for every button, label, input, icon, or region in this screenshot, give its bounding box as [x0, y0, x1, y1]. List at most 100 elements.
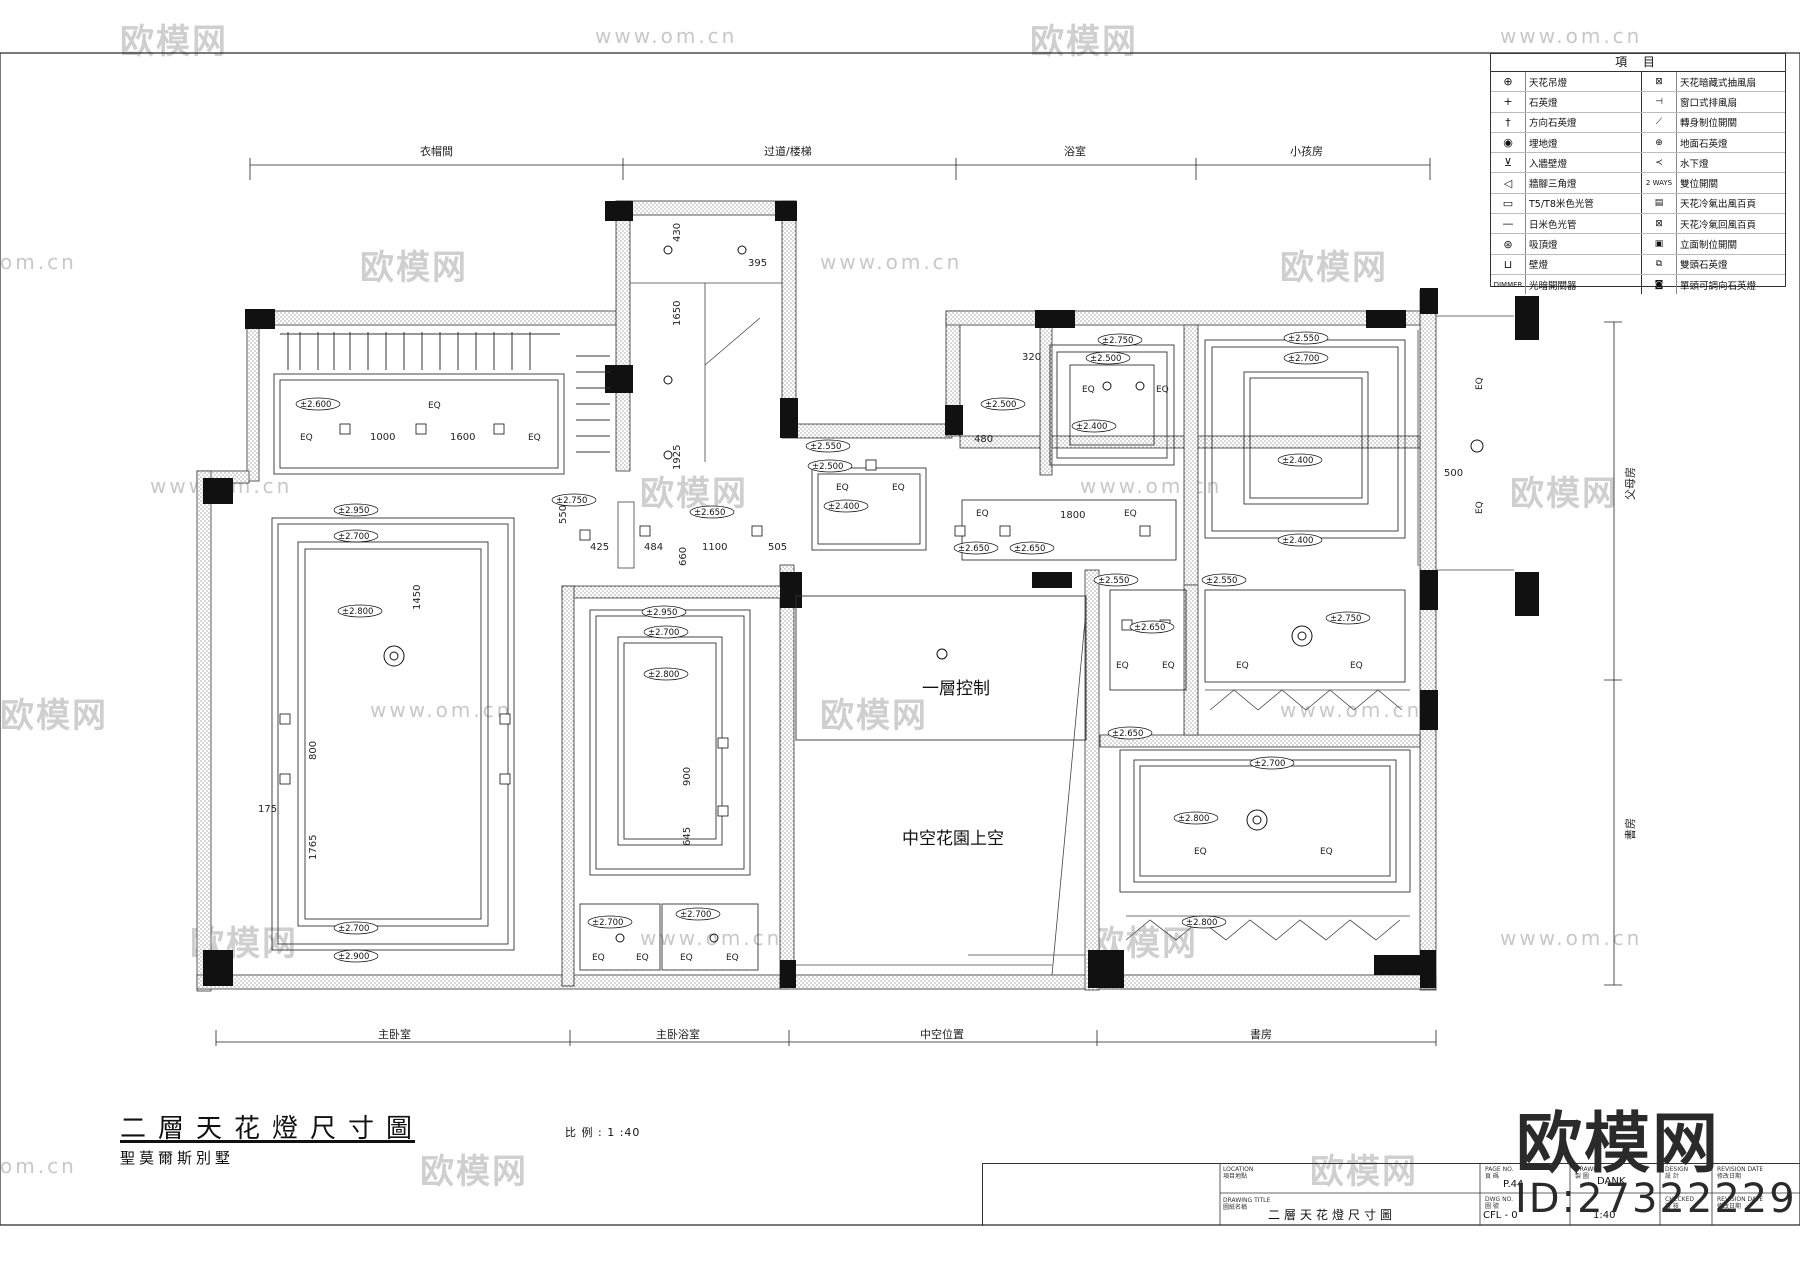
svg-text:±2.400: ±2.400 [1282, 536, 1313, 546]
svg-text:±2.550: ±2.550 [1206, 576, 1237, 586]
svg-text:±2.550: ±2.550 [1098, 576, 1129, 586]
svg-text:EQ: EQ [1194, 847, 1207, 857]
svg-text:±2.750: ±2.750 [1102, 336, 1133, 346]
legend-row: ⊔ 壁燈 ⧉ 雙頭石英燈 [1491, 254, 1785, 275]
legend-label: 水下燈 [1680, 158, 1709, 170]
svg-text:EQ: EQ [1116, 661, 1129, 671]
svg-text:484: 484 [644, 542, 663, 553]
svg-text:±2.800: ±2.800 [1178, 814, 1209, 824]
svg-text:430: 430 [672, 223, 683, 242]
dwg-label: DWG NO.圖 號 [1485, 1196, 1513, 1210]
page-label: PAGE NO.頁 碼 [1485, 1166, 1514, 1180]
legend-row: ◁ 牆腳三角燈 2 WAYS 雙位開關 [1491, 173, 1785, 194]
legend-row: ⊛ 吸頂燈 ▣ 立面制位開關 [1491, 234, 1785, 255]
tube-icon: ▭ [1491, 193, 1526, 214]
ring-cross-icon: ⊕ [1642, 132, 1677, 153]
two-ways-label: 2 WAYS [1642, 173, 1677, 193]
svg-text:EQ: EQ [1156, 385, 1169, 395]
watermark-brand: 欧模网 [1280, 248, 1388, 288]
svg-text:EQ: EQ [1350, 661, 1363, 671]
legend-table: 項 目 ⊕ 天花吊燈 ⊠ 天花暗藏式抽風扇 + 石英燈 ⊣ 窗口式排風扇 † 方… [1490, 53, 1786, 295]
title-block-lines [1219, 1163, 1800, 1225]
legend-label: 立面制位開關 [1680, 240, 1738, 252]
svg-text:父母房: 父母房 [1624, 467, 1637, 500]
svg-text:±2.900: ±2.900 [338, 952, 369, 962]
watermark-brand: 欧模网 [120, 22, 228, 62]
svg-text:±2.650: ±2.650 [1014, 544, 1045, 554]
legend-row: + 石英燈 ⊣ 窗口式排風扇 [1491, 92, 1785, 113]
room-names-right: 父母房 書房 [1623, 467, 1637, 840]
cross-icon: + [1491, 92, 1526, 112]
svg-text:EQ: EQ [836, 483, 849, 493]
svg-text:±2.700: ±2.700 [648, 628, 679, 638]
title-underline [120, 1140, 415, 1143]
watermark-site: www.om.cn [370, 698, 513, 722]
svg-text:EQ: EQ [1162, 661, 1175, 671]
room-names-top: 衣帽間 过道/楼梯 浴室 小孩房 [420, 144, 1323, 158]
control-label: 一層控制 [922, 679, 990, 699]
legend-label: 天花吊燈 [1526, 72, 1642, 92]
legend-label: 方向石英燈 [1526, 112, 1642, 132]
svg-text:EQ: EQ [636, 953, 649, 963]
svg-text:900: 900 [682, 767, 693, 786]
svg-text:1450: 1450 [412, 585, 423, 610]
svg-text:±2.650: ±2.650 [1134, 623, 1165, 633]
legend-row: ⊕ 天花吊燈 ⊠ 天花暗藏式抽風扇 [1491, 72, 1785, 93]
legend-label: 壁燈 [1526, 254, 1642, 274]
svg-text:550: 550 [558, 505, 569, 524]
legend-label: 窗口式排風扇 [1680, 97, 1738, 109]
watermark-site: om.cn [0, 1154, 77, 1178]
svg-text:主卧浴室: 主卧浴室 [656, 1027, 700, 1041]
watermark-site: www.om.cn [595, 24, 738, 48]
svg-text:±2.650: ±2.650 [958, 544, 989, 554]
svg-text:EQ: EQ [680, 953, 693, 963]
legend-row: ⊻ 入牆壁燈 ≺ 水下燈 [1491, 153, 1785, 174]
triangle-icon: ◁ [1491, 173, 1526, 193]
legend-row: ▭ T5/T8米色光管 ▤ 天花冷氣出風百頁 [1491, 193, 1785, 215]
svg-text:±2.400: ±2.400 [828, 502, 859, 512]
svg-text:1765: 1765 [308, 835, 319, 860]
legend-label: 天花冷氣出風百頁 [1680, 199, 1757, 211]
legend-label: T5/T8米色光管 [1526, 193, 1642, 214]
double-icon: ⧉ [1642, 254, 1677, 274]
legend-label: 牆腳三角燈 [1526, 173, 1642, 193]
room-names-bottom: 主卧室 主卧浴室 中空位置 書房 [378, 1027, 1272, 1041]
legend-label: 日米色光管 [1526, 214, 1642, 234]
svg-text:±2.550: ±2.550 [810, 442, 841, 452]
legend-label: 天花冷氣回風百頁 [1680, 219, 1757, 231]
legend-label: 光暗開關器 [1526, 274, 1642, 295]
watermark-brand: 欧模网 [1030, 22, 1138, 62]
svg-text:±2.950: ±2.950 [646, 608, 677, 618]
scale-number: 1:40 [1593, 1210, 1616, 1221]
svg-text:EQ: EQ [1475, 377, 1485, 390]
sheet-border [0, 52, 1800, 1226]
svg-text:±2.600: ±2.600 [300, 400, 331, 410]
svg-text:±2.800: ±2.800 [342, 607, 373, 617]
legend-row: — 日米色光管 ⊠ 天花冷氣回風百頁 [1491, 214, 1785, 235]
svg-text:±2.750: ±2.750 [556, 496, 587, 506]
dot-icon: ◉ [1491, 132, 1526, 153]
svg-text:±2.500: ±2.500 [1090, 354, 1121, 364]
watermark-brand: 欧模网 [360, 248, 468, 288]
svg-text:320: 320 [1022, 352, 1041, 363]
cross-arrow-icon: † [1491, 112, 1526, 132]
watermark-brand: 欧模网 [1310, 1152, 1418, 1192]
watermark-brand: 欧模网 [820, 696, 928, 736]
svg-text:±2.650: ±2.650 [694, 508, 725, 518]
stair [617, 282, 782, 569]
dimension-labels: 1000 1600 1450 800 1765 175 900 645 1100… [258, 223, 1463, 860]
svg-text:EQ: EQ [528, 433, 541, 443]
grille-icon: ▤ [1642, 193, 1677, 214]
drawn-name: DANK [1597, 1176, 1626, 1187]
svg-text:±2.400: ±2.400 [1282, 456, 1313, 466]
level-tags: ±2.600 ±2.950 ±2.700 ±2.800 ±2.700 ±2.90… [295, 331, 1371, 963]
svg-text:±2.700: ±2.700 [338, 924, 369, 934]
svg-text:1800: 1800 [1060, 510, 1085, 521]
legend-label: 埋地燈 [1526, 132, 1642, 153]
scale-label: 比 例 : 1 :40 [565, 1126, 641, 1139]
svg-text:±2.700: ±2.700 [338, 532, 369, 542]
